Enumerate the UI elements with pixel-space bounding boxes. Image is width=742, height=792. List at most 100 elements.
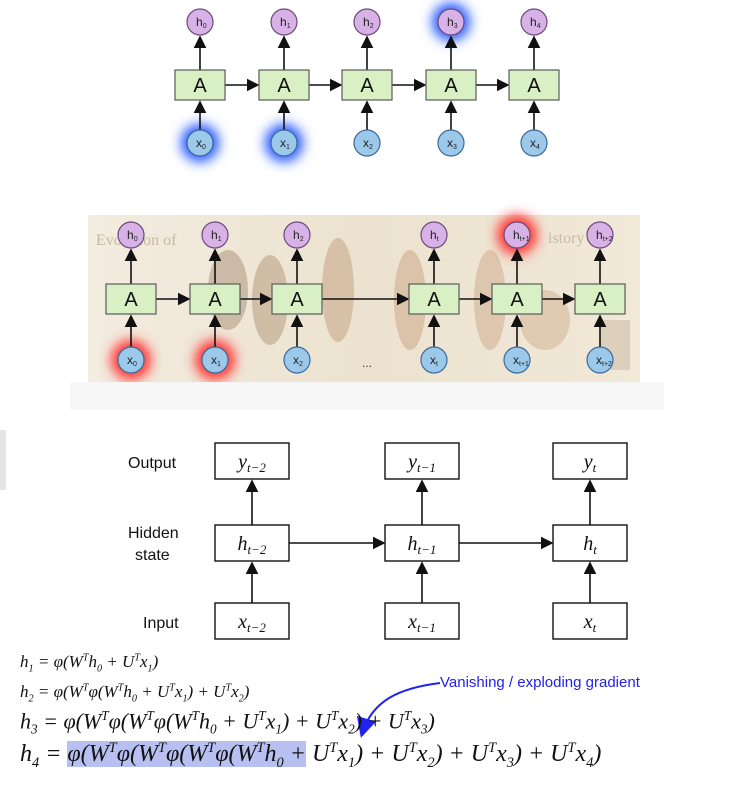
annotation-arrow [356,682,441,738]
top-input-3: x3 [437,129,465,157]
evo-cell-3-rect [408,283,460,315]
hidden-box-1-rect [384,524,460,562]
top-cell-2-label: A [360,75,374,97]
evo-cell-3-label: A [427,289,441,311]
evo-output-5: ht+2 [586,221,614,249]
output-box-2-rect [552,442,628,480]
evo-output-2-circle [283,221,311,249]
top-input-0-circle [186,129,214,157]
evo-cell-4-label: A [510,289,524,311]
evo-cell-2-rect [271,283,323,315]
evo-input-5: xt+2 [586,346,614,374]
evo-input-0-circle [117,346,145,374]
equation-h1: h1 = φ(WTh0 + UTx1) [20,652,159,675]
top-output-0-circle [186,8,214,36]
hidden-box-0: ht−2 [214,524,290,562]
top-cell-0-rect [174,69,226,101]
row-label-hidden-line1: Hidden [128,525,179,542]
top-output-3-label: h3 [447,15,458,30]
top-cell-4-label: A [527,75,541,97]
evo-cell-4-rect [491,283,543,315]
evo-input-2-label: x2 [293,353,303,368]
equation-h2: h2 = φ(WTφ(WTh0 + UTx1) + UTx2) [20,682,250,705]
evo-output-0-label: h0 [127,228,138,243]
input-box-0: xt−2 [214,602,290,640]
evo-output-3-label: ht [430,228,439,243]
evo-output-0: h0 [117,221,145,249]
output-box-1-label: yt−1 [406,451,436,475]
evo-input-5-circle [586,346,614,374]
evo-input-4: xt+1 [503,346,531,374]
evolution-bottom-band [70,382,664,410]
output-box-0-label: yt−2 [236,451,266,475]
evo-output-4: ht+1 [503,221,531,249]
top-output-4-label: h4 [530,15,541,30]
top-cell-1-label: A [277,75,291,97]
evo-input-4-circle [503,346,531,374]
evo-input-3-label: xt [430,353,438,368]
equation-h4: h4 = φ(WTφ(WTφ(WTφ(WTh0 + UTx1) + UTx2) … [20,740,602,771]
evo-output-1: h1 [201,221,229,249]
evo-output-3-circle [420,221,448,249]
top-input-4-label: x4 [530,136,540,151]
evo-cell-5-label: A [593,289,607,311]
evo-output-2-label: h2 [293,228,304,243]
top-input-2-label: x2 [363,136,373,151]
top-output-1-label: h1 [280,15,291,30]
evo-output-3: ht [420,221,448,249]
evo-cell-1: A [189,283,241,315]
output-box-0-rect [214,442,290,480]
input-box-2: xt [552,602,628,640]
evolution-bg-text-right: istory [548,230,584,247]
top-input-3-circle [437,129,465,157]
top-input-0-label: x0 [196,136,206,151]
evolution-ellipsis: ... [362,356,372,370]
hidden-box-0-label: ht−2 [238,533,267,557]
evo-input-1-circle [201,346,229,374]
top-cell-1: A [258,69,310,101]
row-label-output: Output [128,455,177,472]
row-label-hidden-line2: state [135,547,170,564]
evo-input-0-label: x0 [127,353,137,368]
input-box-1-label: xt−1 [407,611,436,635]
top-cell-4: A [508,69,560,101]
evo-input-4-label: xt+1 [513,353,529,368]
evo-cell-1-rect [189,283,241,315]
hidden-box-0-rect [214,524,290,562]
top-output-2-label: h2 [363,15,374,30]
top-cell-3-label: A [444,75,458,97]
output-box-2: yt [552,442,628,480]
equation-h3: h3 = φ(WTφ(WTφ(WTh0 + UTx1) + UTx2) + UT… [20,708,435,737]
input-box-1-rect [384,602,460,640]
left-edge-artifact [0,430,6,490]
evo-output-5-circle [586,221,614,249]
evo-cell-4: A [491,283,543,315]
evo-input-3-circle [420,346,448,374]
top-output-1: h1 [270,8,298,36]
evo-input-0: x0 [117,346,145,374]
evo-output-0-circle [117,221,145,249]
evo-cell-5-rect [574,283,626,315]
evo-input-1-label: x1 [211,353,221,368]
evo-output-4-circle [503,221,531,249]
top-input-3-label: x3 [447,136,457,151]
top-cell-4-rect [508,69,560,101]
output-box-1-rect [384,442,460,480]
top-input-1: x1 [270,129,298,157]
top-output-0: h0 [186,8,214,36]
top-cell-3: A [425,69,477,101]
top-output-2-circle [353,8,381,36]
evo-input-2-circle [283,346,311,374]
evo-output-1-label: h1 [211,228,222,243]
output-box-1: yt−1 [384,442,460,480]
top-output-4-circle [520,8,548,36]
evo-output-2: h2 [283,221,311,249]
top-cell-1-rect [258,69,310,101]
hidden-box-1: ht−1 [384,524,460,562]
unrolled-rnn: Output Hidden state Input yt−2ht−2xt−2yt… [128,442,628,640]
evo-cell-1-label: A [208,289,222,311]
top-input-2: x2 [353,129,381,157]
hidden-box-2: ht [552,524,628,562]
top-output-0-label: h0 [196,15,207,30]
